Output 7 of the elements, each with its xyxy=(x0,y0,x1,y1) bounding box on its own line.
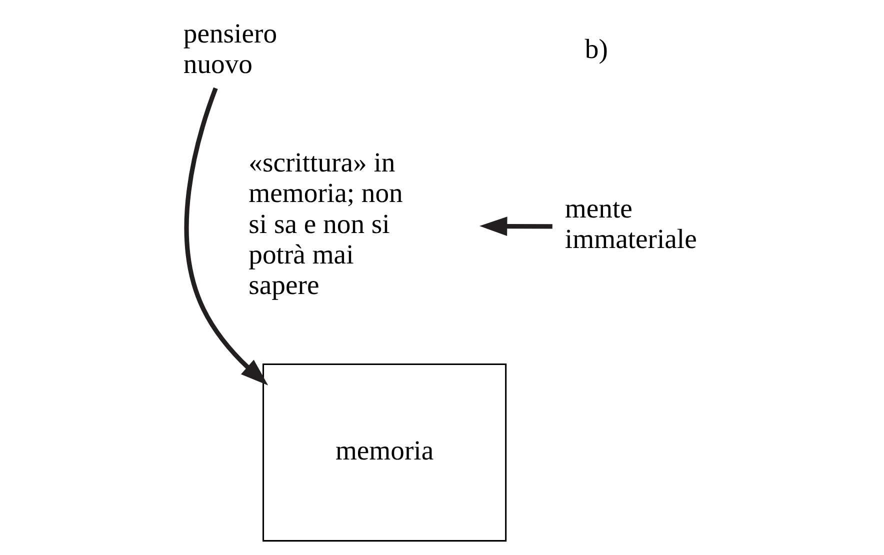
node-text: mente immateriale xyxy=(564,192,696,254)
label: b) xyxy=(584,32,608,64)
arrow xyxy=(478,216,552,236)
arrow xyxy=(184,87,268,386)
node-box: memoria xyxy=(262,363,506,542)
node-text: pensiero nuovo xyxy=(182,17,277,80)
label: «scrittura» in memoria; non si sa e non si potrà mai sapere xyxy=(248,146,402,300)
